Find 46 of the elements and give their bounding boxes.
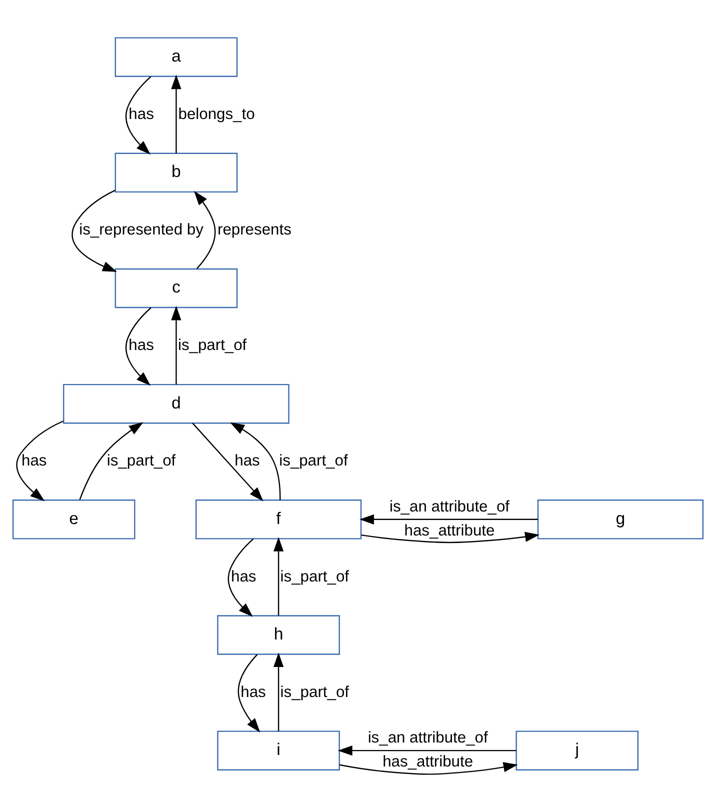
edge-label: has — [128, 105, 154, 122]
edge-label: is_an attribute_of — [368, 729, 488, 746]
edge-label: has — [234, 452, 260, 470]
arrow — [228, 538, 254, 616]
arrow — [171, 305, 182, 384]
edge-label: represents — [218, 221, 292, 238]
arrow — [171, 74, 182, 153]
arrow — [194, 190, 216, 269]
arrow — [72, 189, 117, 272]
node-box: d — [63, 383, 290, 424]
arrow — [16, 420, 64, 501]
arrow — [273, 652, 284, 731]
node-box: g — [537, 499, 704, 539]
arrow — [79, 422, 144, 500]
edge-label: is_part_of — [280, 568, 349, 585]
arrow — [339, 762, 518, 774]
arrow — [192, 422, 264, 501]
edge-label: has_attribute — [382, 753, 474, 770]
edge-label: has — [128, 336, 154, 354]
node-box: a — [114, 36, 238, 76]
arrow — [238, 654, 260, 732]
node-box: i — [217, 730, 340, 770]
edge-label: is_part_of — [178, 336, 247, 354]
arrow — [125, 306, 152, 386]
edge-label: has — [22, 452, 47, 470]
edge-label: is_an attribute_of — [390, 498, 510, 515]
edge-label: is_part_of — [279, 452, 348, 470]
node-box: e — [12, 499, 136, 539]
arrow — [125, 76, 152, 154]
node-box: j — [516, 730, 639, 770]
arrow — [230, 422, 281, 500]
edge-label: is_part_of — [280, 683, 349, 700]
node-box: c — [114, 268, 238, 308]
arrow — [273, 536, 284, 616]
edge-label: is_represented by — [79, 221, 204, 238]
edge-label: has — [231, 568, 256, 585]
edge-label: belongs_to — [178, 105, 255, 122]
edge-label: has — [240, 683, 266, 700]
arrow — [338, 745, 516, 756]
node-box: b — [114, 152, 238, 192]
edge-label: has_attribute — [404, 522, 495, 540]
arrow — [359, 514, 538, 524]
node-box: f — [195, 499, 362, 539]
arrow — [361, 531, 540, 543]
node-box: h — [217, 614, 340, 654]
edge-label: is_part_of — [106, 452, 176, 470]
